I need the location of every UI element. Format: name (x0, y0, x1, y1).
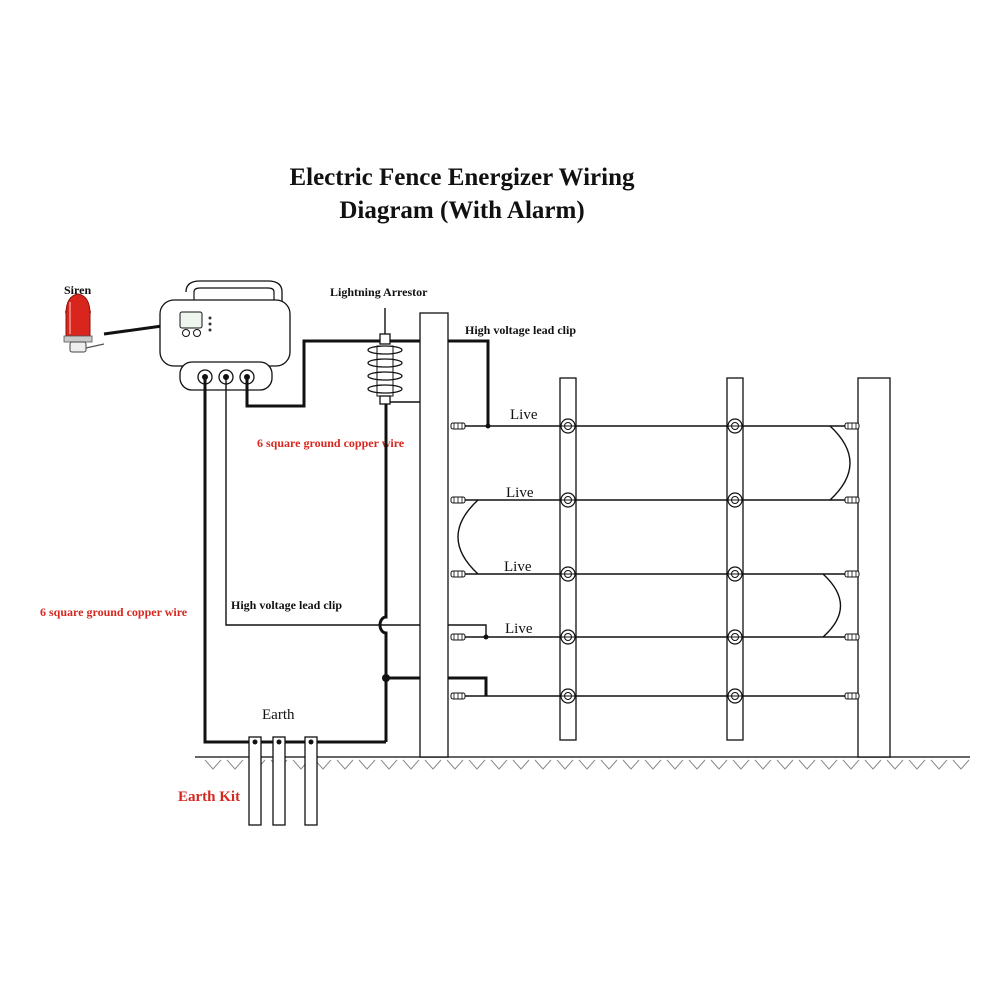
hv-clip-mid-label: High voltage lead clip (231, 598, 342, 612)
insulator-icon (727, 492, 743, 508)
insulator-icon (560, 492, 576, 508)
siren-icon (63, 293, 105, 353)
lightning-arrestor-label: Lightning Arrestor (330, 285, 428, 299)
insulator-icon (450, 496, 466, 504)
earth-label: Earth (262, 707, 295, 723)
title-line-2: Diagram (With Alarm) (339, 197, 584, 224)
jumper-right-1 (829, 425, 851, 501)
live-label-3: Live (504, 559, 532, 575)
title-line-1: Electric Fence Energizer Wiring (289, 164, 635, 191)
insulator-icon (844, 496, 860, 504)
insulators (450, 418, 860, 704)
insulator-icon (560, 688, 576, 704)
insulator-icon (844, 633, 860, 641)
insulator-icon (727, 418, 743, 434)
live-label-2: Live (506, 485, 534, 501)
hv-output-wire (245, 339, 490, 426)
insulator-icon (560, 418, 576, 434)
jumper-right-2 (822, 573, 842, 638)
insulator-icon (560, 629, 576, 645)
energizer-icon (159, 280, 291, 391)
arrestor-ground-wire (378, 404, 388, 742)
insulator-icon (450, 692, 466, 700)
lightning-arrestor-icon (367, 308, 426, 444)
hv-lead-wire (225, 377, 487, 637)
ground-wire-top-label: 6 square ground copper wire (257, 436, 405, 450)
hv-clip-top-label: High voltage lead clip (465, 323, 576, 337)
insulator-icon (844, 692, 860, 700)
insulator-icon (727, 629, 743, 645)
insulator-icon (844, 422, 860, 430)
ground (195, 756, 970, 770)
insulator-icon (450, 422, 466, 430)
earth-return-wire (386, 676, 488, 696)
ground-wire-left-label: 6 square ground copper wire (40, 605, 188, 619)
jumper-left (457, 499, 479, 575)
fence-post-icon (857, 377, 891, 758)
earth-wire (203, 377, 386, 744)
earth-rod-icon (248, 736, 318, 826)
live-label-1: Live (510, 407, 538, 423)
fence-post-icon (726, 377, 744, 741)
fence-wires (460, 425, 853, 697)
fence-post-icon (559, 377, 577, 741)
siren-cable (103, 324, 163, 336)
live-label-4: Live (505, 621, 533, 637)
insulator-icon (450, 633, 466, 641)
insulator-icon (560, 566, 576, 582)
insulator-icon (844, 570, 860, 578)
insulator-icon (450, 570, 466, 578)
earth-kit-label: Earth Kit (178, 789, 240, 805)
insulator-icon (727, 566, 743, 582)
fence-post-icon (419, 312, 449, 758)
insulator-icon (727, 688, 743, 704)
siren-label: Siren (64, 283, 91, 297)
